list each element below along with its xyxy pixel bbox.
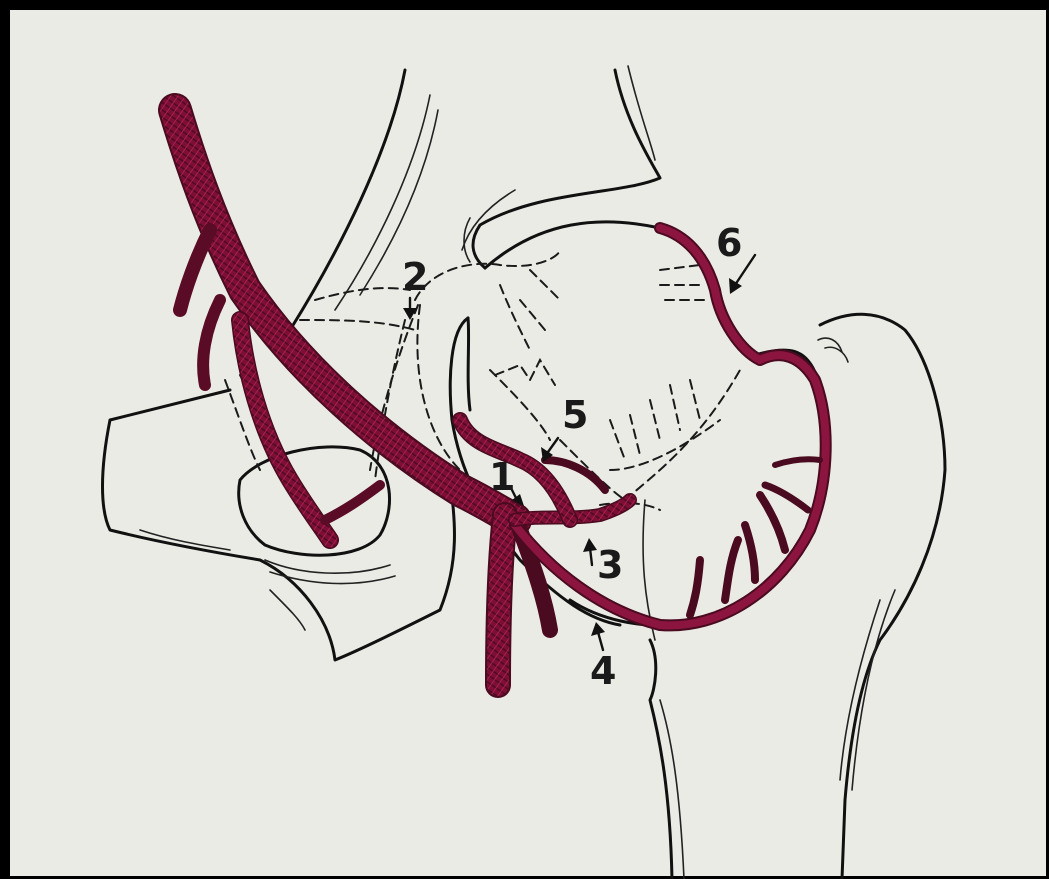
acetabulum-medial-outline-2 (468, 318, 470, 410)
label-1: 1 (489, 455, 515, 499)
label-5: 5 (562, 393, 588, 437)
label-6: 6 (716, 221, 742, 265)
label-4: 4 (590, 649, 616, 693)
paper-background (10, 10, 1046, 876)
label-3: 3 (597, 543, 623, 587)
label-2: 2 (402, 255, 428, 299)
femoral-trunk-fill (498, 515, 505, 685)
